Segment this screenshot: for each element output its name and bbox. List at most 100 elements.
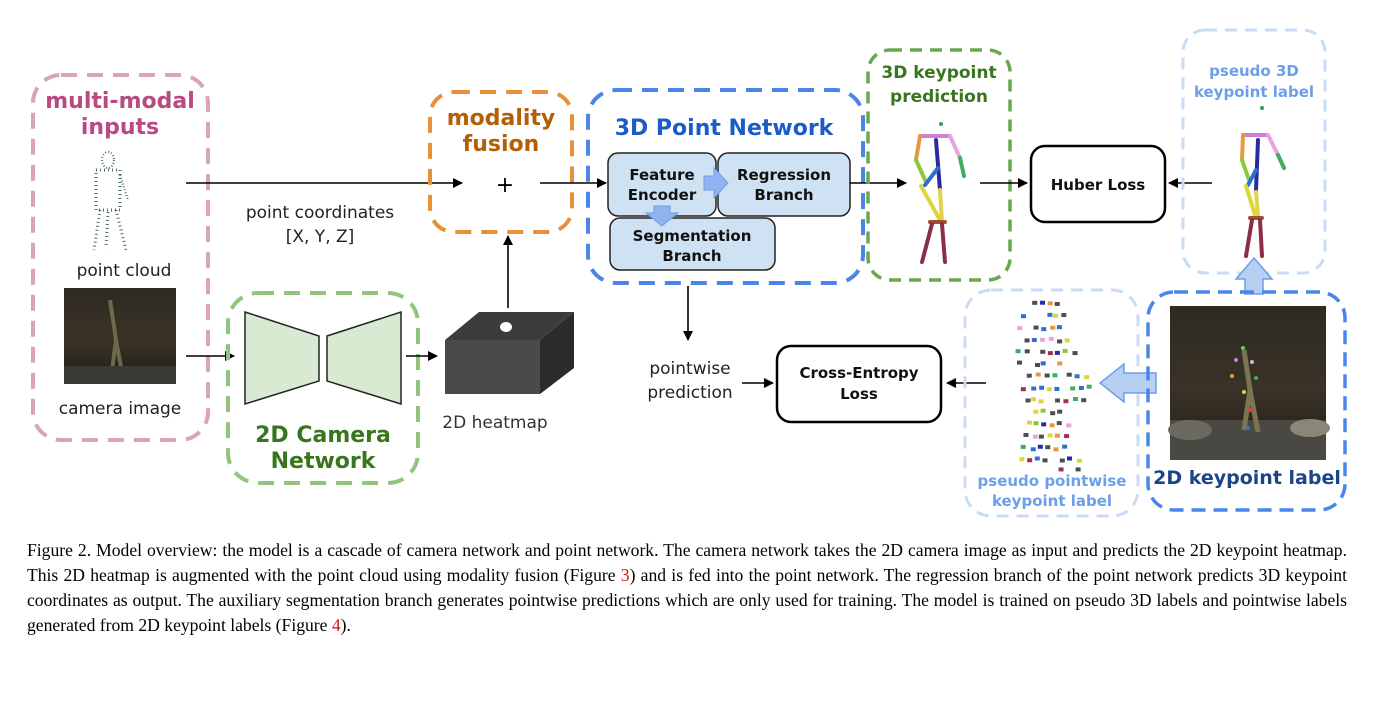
pointwise-cloud-point (1015, 349, 1021, 354)
pointwise-cloud-point (1020, 387, 1026, 392)
point-cloud-image (92, 151, 129, 251)
pointwise-cloud-point (1040, 408, 1046, 413)
pseudo-3d-label-title: keypoint label (1194, 83, 1314, 101)
pointwise-cloud-point (1054, 350, 1060, 355)
pointwise-cloud-point (1038, 399, 1044, 404)
pointwise-cloud-point (1019, 457, 1025, 462)
modality-fusion-title: fusion (463, 132, 540, 157)
pointwise-cloud-point (1027, 458, 1033, 463)
label-to-pseudo-pointwise-arrow-icon (1098, 362, 1157, 404)
keypoint-prediction-title: prediction (890, 87, 988, 107)
pointwise-cloud-point (1064, 338, 1070, 343)
pointwise-cloud-point (1017, 360, 1023, 365)
pseudo-3d-skeleton-image (1240, 106, 1286, 258)
pointwise-cloud-point (1074, 374, 1080, 379)
pointwise-cloud-point (1044, 373, 1050, 378)
pointwise-cloud-point (1038, 434, 1044, 439)
pointwise-cloud-point (1040, 300, 1046, 305)
pseudo-pointwise-cloud-image (1015, 300, 1092, 472)
huber-loss-box (1029, 144, 1167, 224)
pointwise-cloud-point (1054, 301, 1060, 306)
regression-branch-label: Regression (737, 166, 831, 184)
pointwise-prediction-label: pointwise (649, 359, 730, 379)
pointwise-cloud-point (1027, 420, 1033, 425)
pointwise-cloud-point (1050, 325, 1056, 330)
pointwise-cloud-point (1035, 372, 1041, 377)
keypoint-2d-label-border (1146, 290, 1347, 512)
pointwise-cloud-point (1052, 373, 1058, 378)
point-network-border (586, 88, 865, 285)
pointwise-cloud-point (1047, 312, 1053, 317)
pointwise-prediction-label: prediction (647, 383, 732, 403)
pointwise-cloud-point (1054, 386, 1060, 391)
encoder-to-segmentation-arrow-icon (644, 205, 680, 227)
pointwise-cloud-point (1042, 458, 1048, 463)
pointwise-cloud-point (1066, 372, 1072, 377)
pointwise-cloud-point (1070, 386, 1076, 391)
pointwise-cloud-point (1086, 384, 1092, 389)
encoder-trapezoid (244, 310, 320, 406)
pointwise-cloud-point (1031, 397, 1037, 402)
cross-entropy-loss-box (775, 344, 943, 424)
pointwise-cloud-point (1050, 411, 1056, 416)
pointwise-cloud-point (1034, 363, 1040, 368)
decoder-trapezoid (326, 310, 402, 406)
pointwise-cloud-point (1033, 421, 1039, 426)
pointwise-cloud-point (1064, 434, 1070, 439)
pointwise-cloud-point (1081, 398, 1087, 403)
inputs-title: multi-modal (45, 89, 195, 114)
pointwise-cloud-point (1049, 423, 1055, 428)
pointwise-cloud-point (1053, 313, 1059, 318)
pointwise-cloud-point (1057, 409, 1063, 414)
encoder-to-regression-arrow-icon (703, 166, 729, 200)
pointwise-cloud-point (1039, 337, 1045, 342)
pointwise-cloud-point (1033, 409, 1039, 414)
pointwise-cloud-point (1047, 301, 1053, 306)
pointwise-cloud-point (1032, 300, 1038, 305)
pseudo-3d-label-title: pseudo 3D (1209, 62, 1299, 80)
predicted-skeleton-image (914, 122, 966, 264)
pseudo-pointwise-label-title: keypoint label (992, 492, 1112, 510)
feature-encoder-label: Encoder (628, 186, 697, 204)
pointwise-cloud-point (1041, 327, 1047, 332)
pointwise-cloud-point (1034, 456, 1040, 461)
figure-4-link[interactable]: 4 (331, 615, 341, 635)
pointwise-cloud-point (1054, 433, 1060, 438)
heatmap-cube-icon (445, 312, 574, 394)
camera-network-border (226, 291, 420, 485)
point-coordinates-label: [X, Y, Z] (286, 227, 355, 247)
regression-branch-label: Branch (754, 186, 813, 204)
pointwise-cloud-point (1023, 432, 1029, 437)
pointwise-cloud-point (1078, 386, 1084, 391)
figure-3-link[interactable]: 3 (620, 565, 630, 585)
pointwise-cloud-point (1056, 325, 1062, 330)
point-network-title: 3D Point Network (615, 116, 835, 141)
inputs-title: inputs (81, 115, 159, 140)
camera-network-title: 2D Camera (255, 423, 391, 448)
pointwise-cloud-point (1030, 447, 1036, 452)
keypoint-prediction-border (866, 48, 1012, 282)
pointwise-cloud-point (1062, 348, 1068, 353)
modality-fusion-title: modality (447, 106, 556, 131)
pointwise-cloud-point (1020, 314, 1026, 319)
pointwise-cloud-point (1046, 387, 1052, 392)
pseudo-3d-label-border (1181, 28, 1327, 275)
cross-entropy-loss-label: Cross-Entropy (799, 364, 918, 382)
pointwise-cloud-point (1057, 361, 1063, 366)
pointwise-cloud-point (1031, 337, 1037, 342)
pointwise-cloud-point (1041, 422, 1047, 427)
pointwise-cloud-point (1032, 434, 1038, 439)
pointwise-cloud-point (1047, 351, 1053, 356)
pointwise-cloud-point (1072, 397, 1078, 402)
pointwise-cloud-point (1058, 467, 1064, 472)
label-to-pseudo-3d-arrow-icon (1234, 256, 1274, 295)
pointwise-cloud-point (1031, 386, 1037, 391)
pointwise-cloud-point (1056, 421, 1062, 426)
camera-image (64, 288, 176, 384)
pointwise-cloud-point (1037, 444, 1043, 449)
keypoint-prediction-title: 3D keypoint (881, 63, 996, 83)
camera-image-label: camera image (59, 399, 182, 419)
pointwise-cloud-point (1075, 467, 1081, 472)
pointwise-cloud-point (1040, 361, 1046, 366)
caption-text: ). (340, 615, 351, 635)
